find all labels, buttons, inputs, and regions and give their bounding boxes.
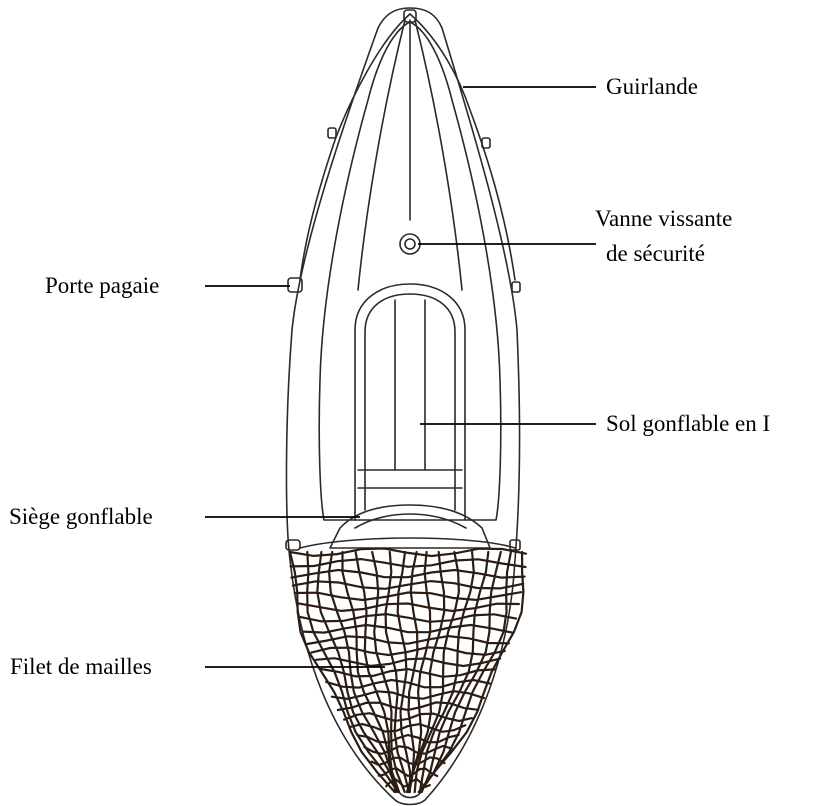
- label-vanne-line1: Vanne vissante: [595, 205, 732, 233]
- label-sol: Sol gonflable en I: [606, 410, 770, 438]
- net-strand: [291, 559, 526, 567]
- net-strand: [303, 625, 512, 633]
- net-strand: [316, 658, 500, 666]
- mesh-net: [290, 549, 526, 793]
- cockpit-opening: [355, 284, 465, 520]
- label-porte-pagaie: Porte pagaie: [45, 272, 159, 300]
- net-strand: [300, 614, 516, 622]
- net-strand: [408, 552, 417, 792]
- net-strand: [290, 549, 526, 557]
- cockpit-inner: [365, 294, 455, 510]
- net-strand: [357, 735, 458, 743]
- garland-line: [410, 14, 515, 280]
- label-filet: Filet de mailles: [10, 653, 152, 681]
- net-strand: [307, 636, 509, 644]
- net-strand: [293, 581, 523, 589]
- seat-outline: [330, 505, 490, 548]
- net-strand: [351, 724, 466, 732]
- net-strand: [297, 603, 519, 611]
- seat-inner: [355, 514, 466, 528]
- net-strand: [291, 570, 524, 578]
- hull-outline: [286, 8, 519, 805]
- label-guirlande: Guirlande: [606, 73, 698, 101]
- safety-valve: [400, 234, 420, 254]
- label-vanne-line2: de sécurité: [606, 240, 705, 268]
- label-siege: Siège gonflable: [9, 503, 153, 531]
- net-strand: [311, 647, 504, 655]
- net-strand: [295, 592, 522, 600]
